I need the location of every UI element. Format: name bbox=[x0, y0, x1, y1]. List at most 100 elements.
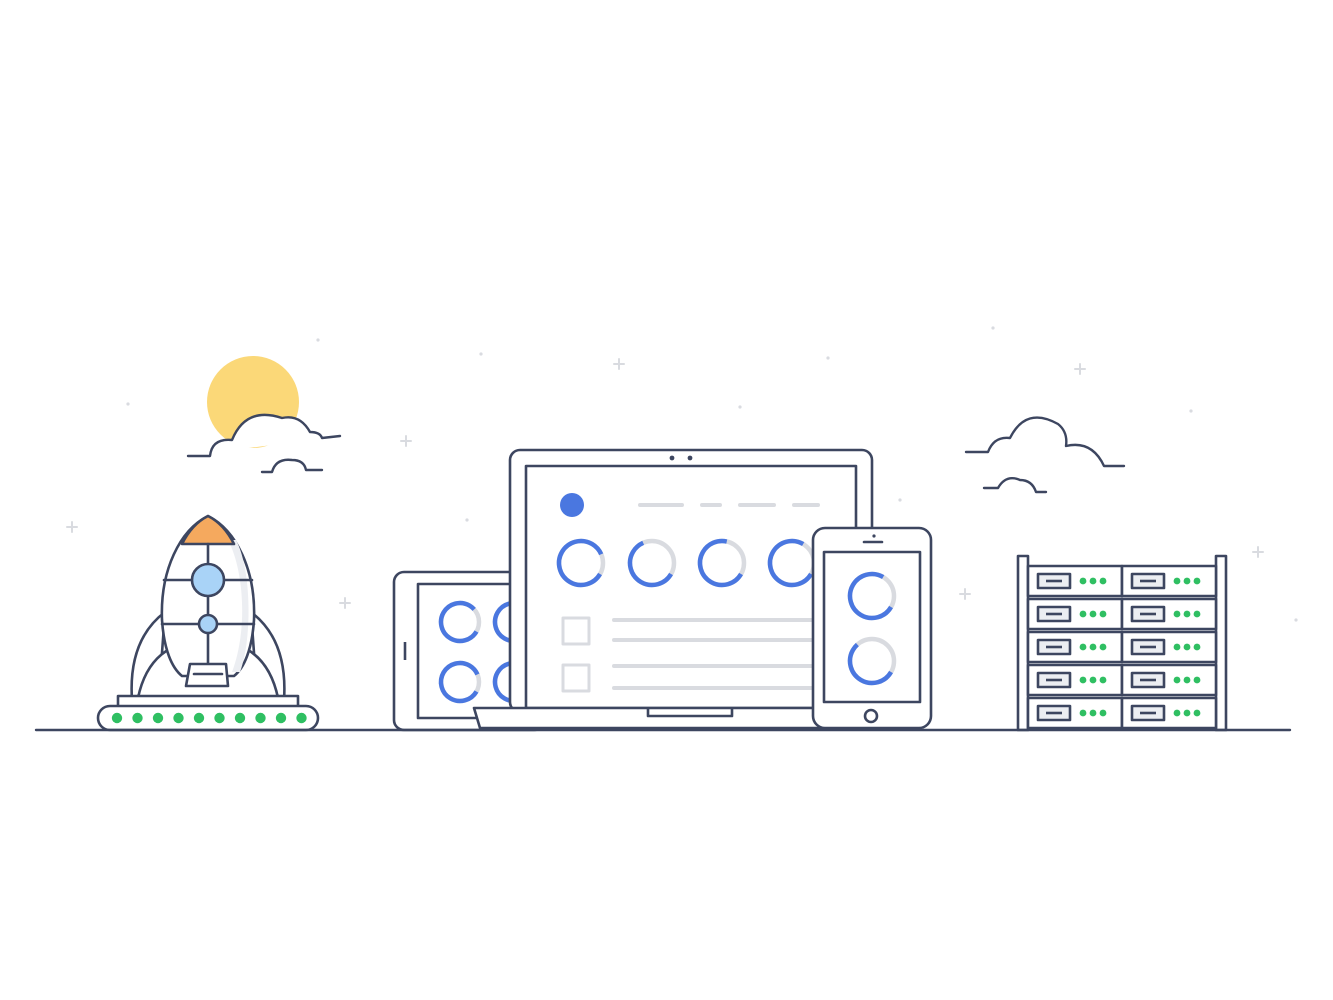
status-led bbox=[1183, 643, 1191, 651]
status-led bbox=[1089, 676, 1097, 684]
cloud-icon bbox=[186, 413, 342, 458]
status-led bbox=[1173, 643, 1181, 651]
sparkles bbox=[66, 326, 1298, 622]
sun-with-cloud bbox=[186, 356, 342, 474]
server-unit bbox=[1026, 696, 1218, 730]
status-led bbox=[1183, 577, 1191, 585]
progress-ring bbox=[697, 538, 747, 588]
sparkle-icon bbox=[339, 597, 351, 609]
phone-progress-rings bbox=[847, 571, 897, 686]
rocket-window bbox=[190, 562, 226, 598]
progress-ring-fill bbox=[847, 571, 897, 621]
status-led bbox=[1183, 676, 1191, 684]
server-unit bbox=[1026, 597, 1218, 631]
status-led bbox=[1089, 643, 1097, 651]
progress-ring bbox=[438, 660, 482, 704]
laptop-notch bbox=[646, 708, 734, 718]
checkbox-icon bbox=[561, 663, 591, 693]
rocket-icon bbox=[130, 514, 286, 702]
progress-ring bbox=[847, 571, 897, 621]
status-led bbox=[1089, 610, 1097, 618]
progress-ring-fill bbox=[438, 660, 482, 704]
progress-ring-fill bbox=[438, 600, 482, 644]
launch-pad bbox=[96, 694, 320, 732]
cloud-icon bbox=[964, 416, 1126, 468]
status-led bbox=[1183, 610, 1191, 618]
status-led bbox=[1173, 577, 1181, 585]
progress-ring bbox=[438, 600, 482, 644]
sparkle-icon bbox=[991, 326, 995, 330]
progress-ring-fill bbox=[697, 538, 747, 588]
pad-light bbox=[173, 712, 184, 724]
pad-light bbox=[234, 712, 246, 724]
server-units bbox=[1026, 564, 1218, 730]
sparkle-icon bbox=[1074, 363, 1086, 375]
server-rack bbox=[1016, 554, 1228, 732]
status-led bbox=[1193, 709, 1201, 717]
status-led bbox=[1173, 676, 1181, 684]
sparkle-icon bbox=[1294, 618, 1298, 622]
pad-light bbox=[152, 712, 164, 724]
server-bay bbox=[1026, 564, 1124, 598]
status-led bbox=[1079, 676, 1087, 684]
sparkle-icon bbox=[66, 521, 78, 533]
laptop-camera bbox=[687, 455, 693, 461]
status-led bbox=[1079, 643, 1087, 651]
pad-light bbox=[296, 712, 307, 724]
rocket-window bbox=[197, 613, 219, 635]
laptop-device bbox=[472, 448, 908, 730]
server-bay bbox=[1026, 696, 1124, 730]
server-bay bbox=[1026, 630, 1124, 664]
status-led bbox=[1099, 676, 1107, 684]
progress-ring-fill bbox=[767, 538, 817, 588]
server-bay bbox=[1120, 696, 1218, 730]
server-bay bbox=[1026, 597, 1124, 631]
status-led bbox=[1089, 577, 1097, 585]
status-led bbox=[1193, 676, 1201, 684]
rocket-body-shade bbox=[228, 540, 249, 672]
progress-ring-fill bbox=[627, 538, 677, 588]
server-bay bbox=[1120, 597, 1218, 631]
sparkle-icon bbox=[959, 588, 971, 600]
sparkle-icon bbox=[898, 498, 902, 502]
launch-pad-lights bbox=[111, 712, 307, 724]
sparkle-icon bbox=[1189, 409, 1193, 413]
sparkle-icon bbox=[826, 356, 830, 360]
server-rack-post-right bbox=[1214, 554, 1228, 732]
small-cloud-icon bbox=[260, 458, 324, 474]
sparkle-icon bbox=[465, 518, 469, 522]
sparkle-icon bbox=[126, 402, 130, 406]
server-unit bbox=[1026, 564, 1218, 598]
user-avatar-icon bbox=[560, 493, 584, 517]
laptop-progress-rings bbox=[556, 538, 817, 588]
sparkle-icon bbox=[479, 352, 483, 356]
status-led bbox=[1099, 577, 1107, 585]
status-led bbox=[1193, 610, 1201, 618]
small-cloud-icon bbox=[982, 477, 1048, 494]
status-led bbox=[1173, 709, 1181, 717]
pad-light bbox=[193, 712, 205, 724]
server-bay bbox=[1120, 630, 1218, 664]
status-led bbox=[1099, 709, 1107, 717]
phone-home-button bbox=[863, 708, 879, 724]
pad-light bbox=[255, 712, 266, 724]
server-bay bbox=[1026, 663, 1124, 697]
pad-light bbox=[214, 712, 225, 724]
phone-camera bbox=[872, 534, 876, 538]
status-led bbox=[1099, 643, 1107, 651]
status-led bbox=[1183, 709, 1191, 717]
pad-light bbox=[275, 712, 287, 724]
status-led bbox=[1079, 709, 1087, 717]
checkbox-icon bbox=[561, 616, 591, 646]
server-bay bbox=[1120, 564, 1218, 598]
status-led bbox=[1193, 643, 1201, 651]
server-bay bbox=[1120, 663, 1218, 697]
progress-ring bbox=[627, 538, 677, 588]
status-led bbox=[1173, 610, 1181, 618]
server-unit bbox=[1026, 630, 1218, 664]
sparkle-icon bbox=[400, 435, 412, 447]
sparkle-icon bbox=[1252, 546, 1264, 558]
sparkle-icon bbox=[316, 338, 320, 342]
laptop-camera bbox=[669, 455, 675, 461]
